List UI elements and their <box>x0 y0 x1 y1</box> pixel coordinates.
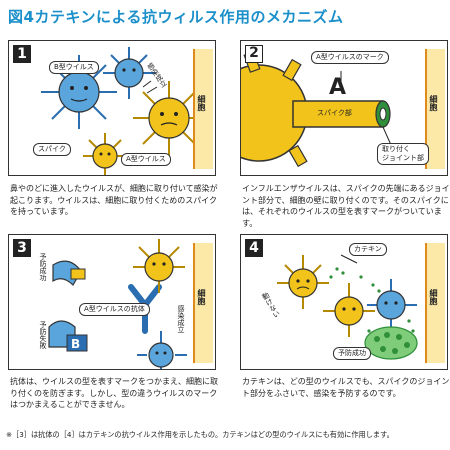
caption-3: 抗体は、ウイルスの型を表すマークをつかまえ、細胞に取り付くのを防ぎます。しかし、… <box>10 377 218 409</box>
panel-4: 4 細胞 <box>240 234 448 370</box>
panel-number: 3 <box>13 239 31 257</box>
cell-label: 細胞 <box>197 289 206 305</box>
panel-number: 2 <box>245 45 263 63</box>
panel-number: 1 <box>13 45 31 63</box>
cell-wall <box>193 49 213 169</box>
label-b-virus: B型ウイルス <box>49 61 99 74</box>
label-a-virus: A型ウイルス <box>121 153 171 166</box>
label-spike-part: スパイク部 <box>317 109 352 117</box>
cell-label: 細胞 <box>429 95 438 111</box>
catechin-illustration <box>277 254 418 360</box>
cell-label: 細胞 <box>429 289 438 305</box>
cell-wall <box>425 243 445 363</box>
label-joint: 取り付く ジョイント部 <box>377 143 429 165</box>
page-title: 図4カテキンによる抗ウィルス作用のメカニズム <box>8 8 344 26</box>
label-a-mark: A型ウイルスのマーク <box>311 51 389 64</box>
cell-label: 細胞 <box>197 95 206 111</box>
label-prevent-success: 予防成功 <box>333 347 371 360</box>
label-prevent-success: 予防成功 <box>39 253 47 281</box>
label-antibody: A型ウイルスの抗体 <box>79 303 150 316</box>
panel-3: 3 細胞 B <box>8 234 216 370</box>
label-infection: 感染成立 <box>177 305 185 333</box>
caption-2: インフルエンザウイルスは、スパイクの先端にあるジョイント部分で、細胞の壁に取り付… <box>242 184 450 228</box>
cell-wall <box>425 49 445 169</box>
antibody-illustration: B <box>48 239 187 369</box>
caption-1: 鼻やのどに進入したウイルスが、細胞に取り付いて感染が起こります。ウイルスは、細胞… <box>10 184 218 216</box>
svg-text:B: B <box>71 337 80 351</box>
spike-illustration <box>241 51 392 168</box>
label-prevent-fail: 予防失敗 <box>39 321 47 349</box>
panel-1: 1 細胞 <box>8 40 216 176</box>
footnote: ※［3］は抗体の［4］はカテキンの抗ウイルス作用を示したもの。カテキンはどの型の… <box>6 430 394 439</box>
label-letter-a: A <box>329 75 347 100</box>
panel-2: 2 細胞 A型ウイルスのマーク A スパイク部 取り付く ジョイント部 <box>240 40 448 176</box>
caption-4: カテキンは、どの型のウイルスでも、スパイクのジョイント部分をふさいで、感染を予防… <box>242 377 450 398</box>
label-catechin: カテキン <box>349 243 387 256</box>
label-spike: スパイク <box>33 143 71 156</box>
panel-number: 4 <box>245 239 263 257</box>
cell-wall <box>193 243 213 363</box>
